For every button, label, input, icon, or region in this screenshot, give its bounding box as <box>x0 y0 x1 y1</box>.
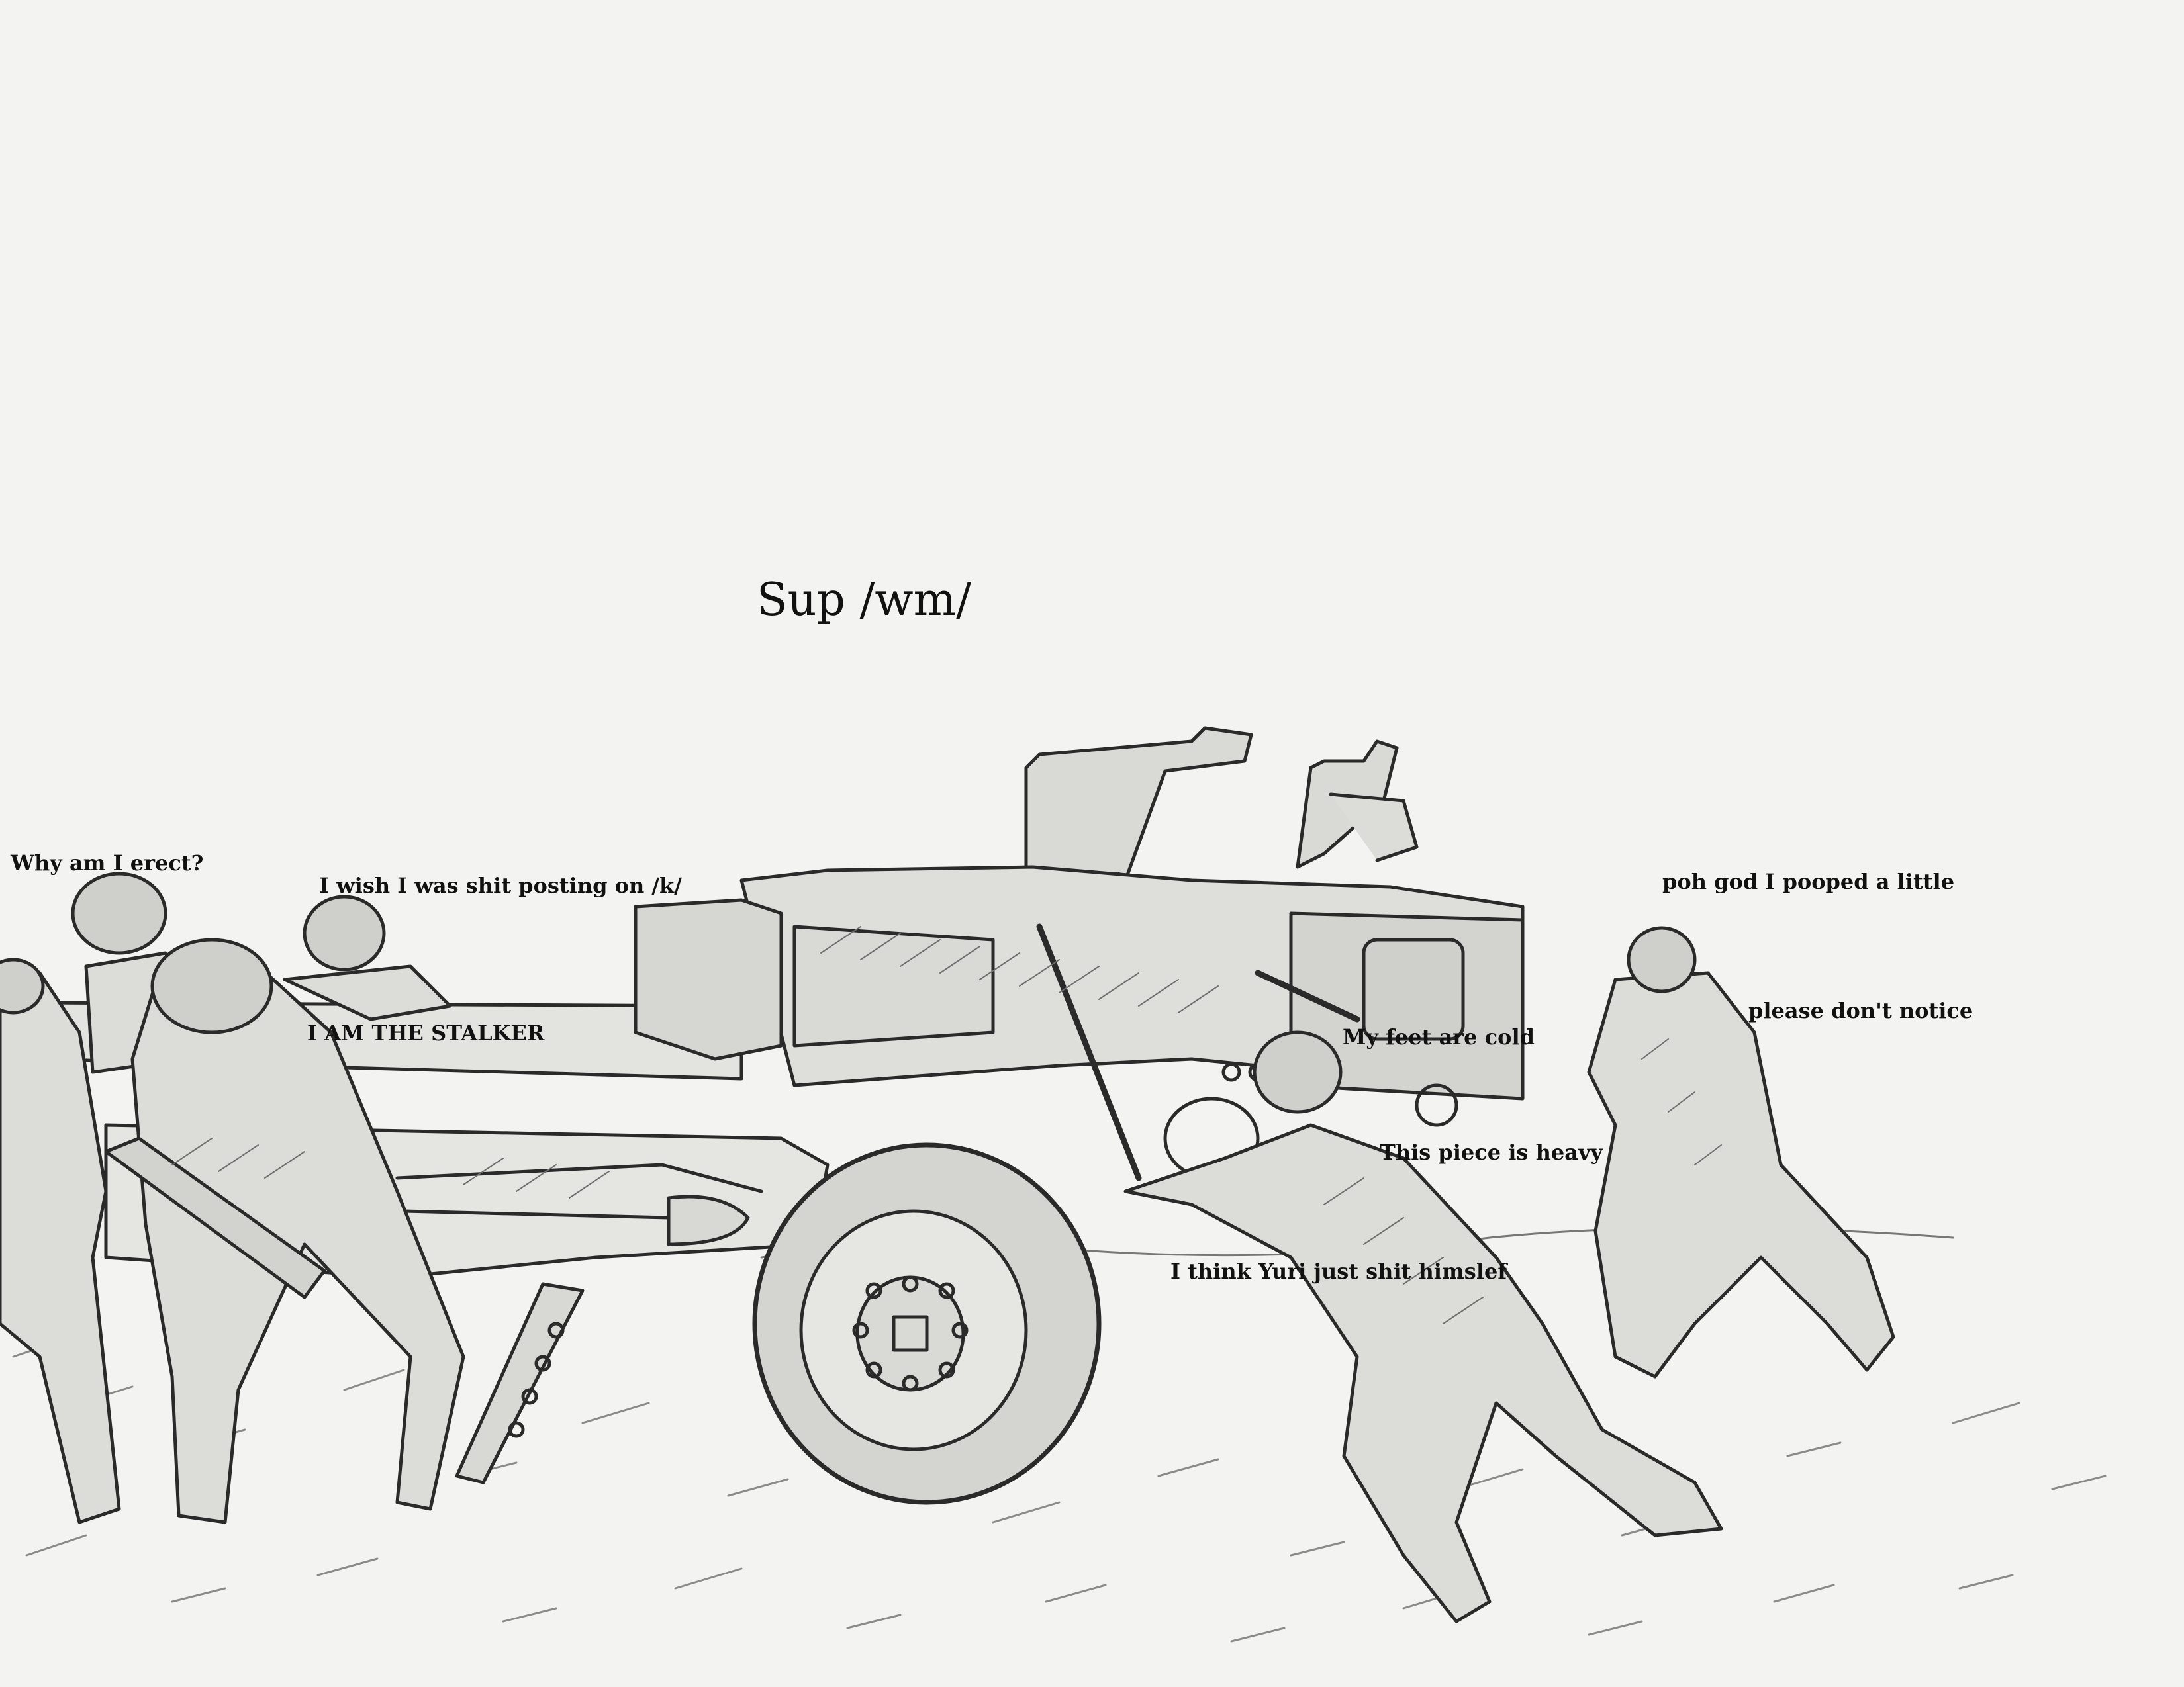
soldier-behind-barrel <box>283 964 452 1021</box>
caption-dont-notice: please don't notice <box>1748 998 1973 1023</box>
caption-pooped: poh god I pooped a little <box>1662 869 1955 894</box>
soldier-pushing-wheel <box>1123 1123 1723 1623</box>
soldier-far-left <box>0 971 121 1524</box>
gun-wheel <box>752 1142 1102 1505</box>
soldier-hooded <box>130 958 465 1524</box>
caption-piece-heavy: This piece is heavy <box>1380 1140 1603 1165</box>
caption-feet-cold: My feet are cold <box>1343 1025 1535 1050</box>
trail-spade <box>455 1282 585 1484</box>
soldier-pushing-right <box>1587 971 1895 1379</box>
howitzer <box>38 726 1525 1505</box>
caption-why-erect: Why am I erect? <box>11 850 204 876</box>
page-title: Sup /wm/ <box>757 574 972 626</box>
shovel <box>402 1195 750 1246</box>
soldiers <box>0 872 1895 1623</box>
caption-yuri: I think Yuri just shit himslef <box>1170 1259 1507 1284</box>
artillery-shell <box>104 1136 326 1299</box>
caption-stalker: I AM THE STALKER <box>307 1021 545 1046</box>
caption-wish-k: I wish I was shit posting on /k/ <box>319 873 682 898</box>
